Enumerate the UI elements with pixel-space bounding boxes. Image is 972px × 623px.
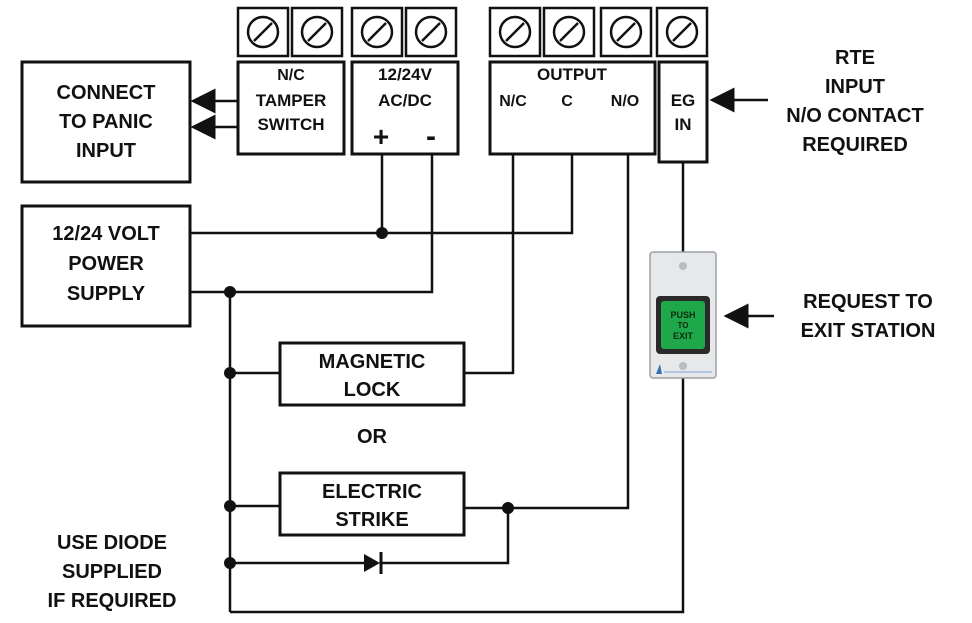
in-label: IN xyxy=(675,115,692,134)
or-label: OR xyxy=(357,426,388,448)
screw-terminal-7 xyxy=(599,6,653,58)
strike-line1: ELECTRIC xyxy=(322,481,422,503)
output-nc-label: N/C xyxy=(499,93,527,110)
eg-input-block: EG IN xyxy=(657,60,709,164)
junction-dots xyxy=(224,227,514,569)
panic-line2: TO PANIC xyxy=(59,111,153,133)
power-input-block: 12/24V AC/DC + - xyxy=(350,60,460,156)
psu-line1: 12/24 VOLT xyxy=(52,223,159,245)
panic-line3: INPUT xyxy=(76,140,136,162)
maglock-line2: LOCK xyxy=(344,379,401,401)
terminal-screws xyxy=(236,6,709,58)
brand-logo-icon xyxy=(656,364,662,374)
button-text-1: PUSH xyxy=(670,310,695,320)
psu-line2: POWER xyxy=(68,253,144,275)
panic-input-box: CONNECT TO PANIC INPUT xyxy=(20,60,192,184)
rte-line1: RTE xyxy=(835,47,875,69)
diode-note-line1: USE DIODE xyxy=(57,532,167,554)
bottom-screw xyxy=(679,362,687,370)
screw-terminal-8 xyxy=(655,6,709,58)
panic-line1: CONNECT xyxy=(57,82,156,104)
power-supply-box: 12/24 VOLT POWER SUPPLY xyxy=(20,204,192,328)
minus-terminal-label: - xyxy=(426,120,436,153)
output-no-label: N/O xyxy=(611,93,639,110)
rte-line4: REQUIRED xyxy=(802,134,908,156)
request-to-exit-station: PUSH TO EXIT xyxy=(649,251,717,379)
top-screw xyxy=(679,262,687,270)
tamper-switch-block: N/C TAMPER SWITCH xyxy=(236,60,346,156)
screw-terminal-5 xyxy=(488,6,542,58)
rte-input-note: RTE INPUT N/O CONTACT REQUIRED xyxy=(786,47,923,156)
screw-terminal-2 xyxy=(290,6,344,58)
strike-line2: STRIKE xyxy=(335,509,408,531)
rte-line2: INPUT xyxy=(825,76,885,98)
button-text-3: EXIT xyxy=(673,331,694,341)
output-title: OUTPUT xyxy=(537,65,608,84)
screw-terminal-4 xyxy=(404,6,458,58)
tamper-nc-label: N/C xyxy=(277,67,305,84)
eg-label: EG xyxy=(671,91,696,110)
maglock-line1: MAGNETIC xyxy=(319,351,426,373)
wires xyxy=(190,154,685,614)
rte-line3: N/O CONTACT xyxy=(786,105,923,127)
push-to-exit-button xyxy=(661,301,705,349)
magnetic-lock-box: MAGNETIC LOCK xyxy=(278,341,466,407)
diode-note: USE DIODE SUPPLIED IF REQUIRED xyxy=(48,532,177,612)
screw-terminal-3 xyxy=(350,6,404,58)
screw-terminal-6 xyxy=(542,6,596,58)
request-to-exit-label: REQUEST TO EXIT STATION xyxy=(801,291,936,342)
rex-label-line1: REQUEST TO xyxy=(803,291,933,313)
switch-label: SWITCH xyxy=(257,115,324,134)
diode-note-line3: IF REQUIRED xyxy=(48,590,177,612)
tamper-label: TAMPER xyxy=(256,91,327,110)
diode-note-line2: SUPPLIED xyxy=(62,561,162,583)
electric-strike-box: ELECTRIC STRIKE xyxy=(278,471,466,537)
button-text-2: TO xyxy=(678,321,689,330)
screw-terminal-1 xyxy=(236,6,290,58)
plus-terminal-label: + xyxy=(373,121,389,152)
power-voltage-label: 12/24V xyxy=(378,65,433,84)
psu-line3: SUPPLY xyxy=(67,283,146,305)
power-acdc-label: AC/DC xyxy=(378,91,432,110)
rex-label-line2: EXIT STATION xyxy=(801,320,936,342)
output-c-label: C xyxy=(561,93,573,110)
output-relay-block: OUTPUT N/C C N/O xyxy=(488,60,657,156)
diode-symbol xyxy=(364,552,383,574)
